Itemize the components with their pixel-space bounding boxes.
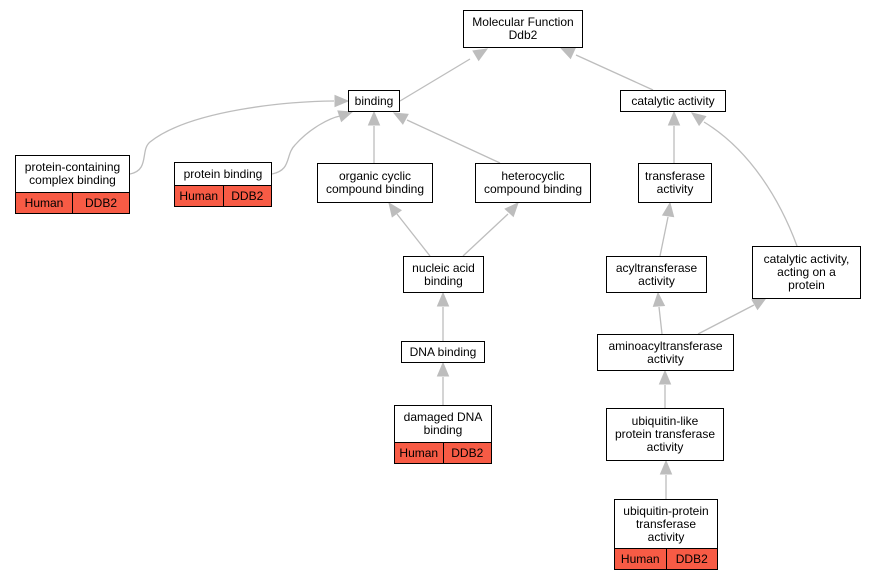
node-label: acyltransferase activity — [615, 260, 698, 288]
edge-acyltransferase-to-transferase — [659, 201, 675, 257]
annotation-species[interactable]: Human — [395, 443, 443, 463]
arrowhead-icon — [388, 201, 402, 218]
node-heterocyclic[interactable]: heterocyclic compound binding — [475, 163, 591, 203]
edge-transferase-to-catalytic — [667, 110, 681, 163]
node-label: protein-containing complex binding — [24, 160, 121, 187]
node-label: binding — [354, 93, 394, 108]
annotation-species[interactable]: Human — [175, 186, 223, 206]
arrowhead-icon — [658, 369, 672, 385]
edge-aminoacyl-to-cat-protein — [697, 297, 768, 335]
node-root[interactable]: Molecular Function Ddb2 — [463, 10, 583, 48]
node-label: heterocyclic compound binding — [483, 169, 583, 196]
node-label: Molecular Function Ddb2 — [472, 15, 574, 42]
node-label: ubiquitin-protein transferase activity — [623, 503, 709, 544]
node-label: DNA binding — [409, 344, 477, 359]
node-label: organic cyclic compound binding — [325, 169, 425, 196]
node-cat-protein[interactable]: catalytic activity, acting on a protein — [752, 246, 861, 299]
edge-aminoacyl-to-acyltransferase — [652, 291, 666, 335]
edge-binding-to-root — [399, 48, 489, 102]
annotation-species[interactable]: Human — [16, 193, 72, 213]
arrowhead-icon — [337, 110, 354, 123]
node-label: catalytic activity, acting on a protein — [763, 252, 850, 292]
arrowhead-icon — [690, 112, 707, 127]
edge-ubl-transferase-to-aminoacyl — [658, 369, 672, 408]
node-label: ubiquitin-like protein transferase activ… — [614, 414, 716, 454]
arrowhead-icon — [667, 110, 681, 126]
node-catalytic[interactable]: catalytic activity — [620, 90, 726, 112]
node-label: catalytic activity — [631, 93, 715, 108]
arrowhead-icon — [559, 47, 576, 60]
arrowhead-icon — [392, 112, 409, 125]
node-acyltransferase[interactable]: acyltransferase activity — [606, 256, 707, 293]
arrowhead-icon — [659, 459, 673, 475]
annotation-gene[interactable]: DDB2 — [665, 549, 717, 569]
node-aminoacyl[interactable]: aminoacyltransferase activity — [597, 334, 734, 371]
edge-ub-transferase-to-ubl-transferase — [659, 459, 673, 499]
edge-nucleic-acid-to-organic-cyclic — [388, 201, 431, 257]
node-ubl-transferase[interactable]: ubiquitin-like protein transferase activ… — [606, 408, 724, 461]
node-label: transferase activity — [644, 169, 706, 196]
edge-organic-cyclic-to-binding — [367, 110, 381, 163]
arrowhead-icon — [652, 291, 666, 307]
edge-nucleic-acid-to-heterocyclic — [462, 202, 519, 257]
annotation-gene[interactable]: DDB2 — [72, 193, 129, 213]
arrowhead-icon — [472, 48, 489, 62]
annotation-gene[interactable]: DDB2 — [222, 186, 271, 206]
arrowhead-icon — [436, 361, 450, 377]
arrowhead-icon — [751, 297, 768, 311]
node-dna-binding[interactable]: DNA binding — [401, 341, 485, 363]
node-label: protein binding — [183, 166, 263, 181]
arrowhead-icon — [436, 291, 450, 307]
arrowhead-icon — [504, 202, 519, 218]
edge-catalytic-to-root — [559, 47, 654, 91]
node-label: damaged DNA binding — [403, 410, 483, 437]
edge-cat-protein-to-catalytic — [690, 112, 798, 247]
edge-complex-binding-to-binding — [129, 94, 350, 175]
node-transferase[interactable]: transferase activity — [638, 163, 712, 203]
arrowhead-icon — [661, 201, 675, 218]
edge-heterocyclic-to-binding — [392, 112, 501, 164]
edge-protein-binding-to-binding — [271, 110, 354, 175]
edge-damaged-dna-to-dna-binding — [436, 361, 450, 405]
arrowhead-icon — [334, 94, 350, 108]
node-label: nucleic acid binding — [412, 260, 475, 288]
node-label: aminoacyltransferase activity — [608, 338, 723, 366]
annotation-species[interactable]: Human — [615, 549, 666, 569]
arrowhead-icon — [367, 110, 381, 126]
node-binding[interactable]: binding — [348, 90, 400, 112]
edge-dna-binding-to-nucleic-acid — [436, 291, 450, 341]
annotation-gene[interactable]: DDB2 — [442, 443, 491, 463]
node-organic-cyclic[interactable]: organic cyclic compound binding — [317, 163, 433, 203]
node-nucleic-acid[interactable]: nucleic acid binding — [403, 256, 484, 293]
